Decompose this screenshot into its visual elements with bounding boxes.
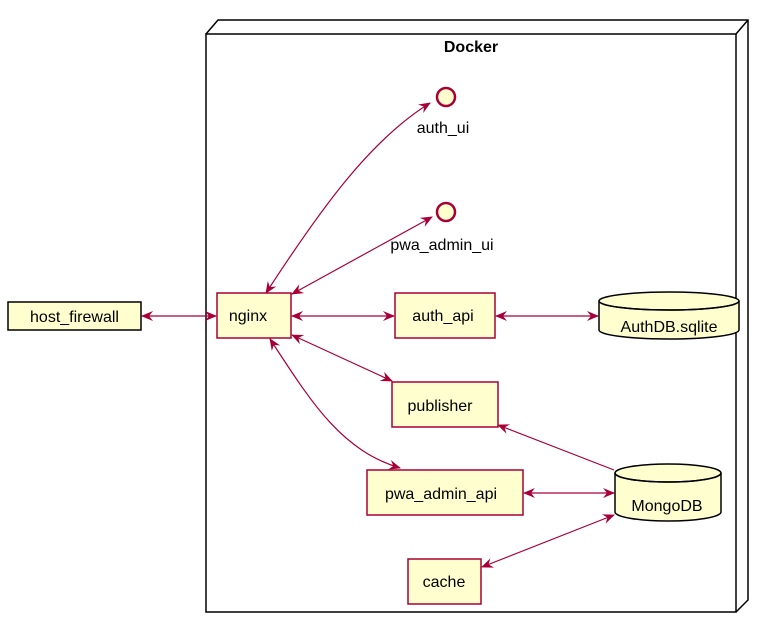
mongodb-label: MongoDB [631,498,702,515]
edge-cache-mongodb [481,514,615,568]
edge-nginx-pwa-admin-api [269,338,401,470]
authdb-label: AuthDB.sqlite [621,319,718,336]
node-nginx[interactable]: nginx [216,292,292,339]
edges [141,102,615,568]
node-host-firewall[interactable]: host_firewall [7,301,142,331]
node-mongodb[interactable]: MongoDB [614,463,722,522]
node-auth-api[interactable]: auth_api [394,292,496,339]
nginx-label: nginx [229,308,267,325]
node-publisher[interactable]: publisher [391,381,499,428]
edge-nginx-pwa-admin-ui [291,216,433,295]
auth-ui-label: auth_ui [417,120,470,137]
publisher-label: publisher [408,398,474,415]
node-cache[interactable]: cache [407,558,482,605]
interface-icon [435,86,457,108]
docker-title: Docker [444,39,498,56]
edge-mongodb-publisher [497,424,615,471]
node-auth-ui[interactable]: auth_ui [417,86,470,137]
node-pwa-admin-api[interactable]: pwa_admin_api [366,469,524,516]
pwa-admin-ui-label: pwa_admin_ui [390,237,493,254]
node-pwa-admin-ui[interactable]: pwa_admin_ui [390,201,494,254]
interface-icon [435,201,457,223]
pwa-admin-api-label: pwa_admin_api [385,486,497,503]
host-firewall-label: host_firewall [30,309,119,326]
node-authdb[interactable]: AuthDB.sqlite [598,291,740,340]
auth-api-label: auth_api [412,308,473,325]
edge-nginx-auth-ui [265,102,431,294]
cache-label: cache [423,574,466,591]
